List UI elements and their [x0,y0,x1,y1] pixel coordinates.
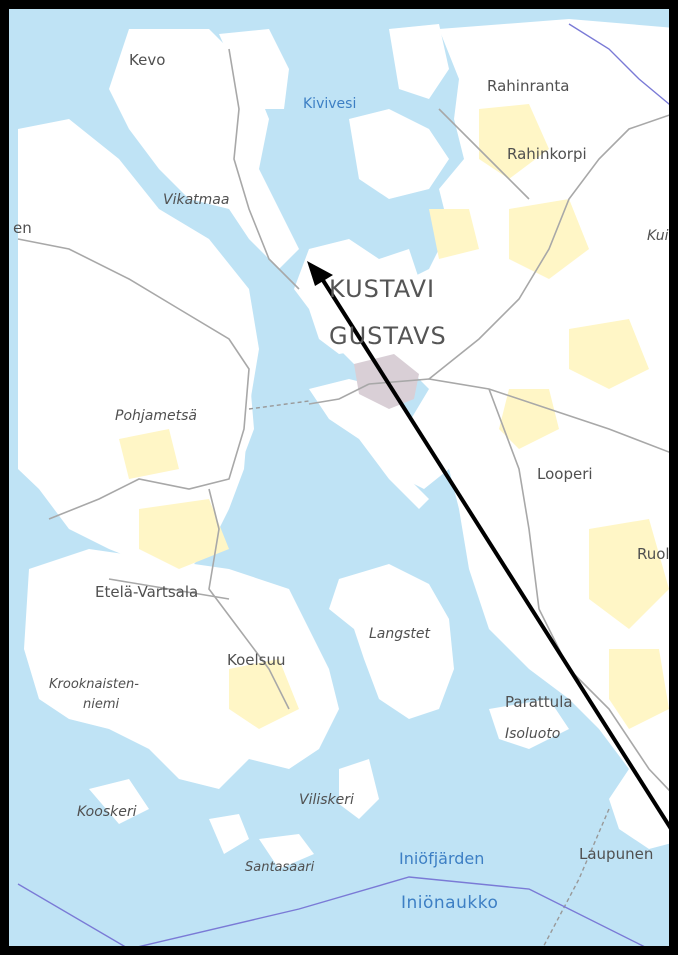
label-municipality-fi: KUSTAVI [329,275,436,303]
label-isoluoto: Isoluoto [505,726,561,742]
island-small-1 [209,814,249,854]
label-laupunen: Laupunen [579,845,654,863]
island-small-4 [89,779,149,824]
label-municipality-sv: GUSTAVS [329,322,447,350]
label-vikatmaa: Vikatmaa [163,192,230,208]
label-rahinranta: Rahinranta [487,77,570,95]
label-parattula: Parattula [505,693,573,711]
label-ruola-partial: Ruola [637,545,678,563]
label-pohjametsa: Pohjametsä [115,408,197,424]
map-canvas[interactable] [9,9,678,955]
ferry-routes [248,400,610,946]
direction-arrow [307,261,669,830]
island-kivivesi [349,109,449,199]
label-inionaukko: Iniönaukko [401,893,499,913]
label-kevo: Kevo [129,51,166,69]
island-small-5 [489,699,569,749]
label-koelsuu: Koelsuu [227,651,286,669]
label-viliskeri: Viliskeri [299,792,354,808]
label-kivivesi: Kivivesi [303,96,357,112]
label-etela-vartsala: Etelä-Vartsala [95,583,199,601]
island-small-3 [339,759,379,819]
label-krooknaisten-1: Krooknaisten- [49,677,139,692]
admin-borders [17,23,669,946]
island-small-2 [259,834,314,869]
label-iniofjarden: Iniöfjärden [399,849,485,868]
peninsula-south [309,379,429,509]
label-santasaari: Santasaari [245,860,315,875]
island-kustavi [294,239,419,354]
label-en-partial: en [13,219,32,237]
label-rahinkorpi: Rahinkorpi [507,145,587,163]
arrow-northwest-icon [307,261,333,286]
roads [17,48,669,792]
label-kooskeri: Kooskeri [77,804,137,820]
label-kuiv-partial: Kuiv [647,228,677,244]
label-krooknaisten-2: niemi [83,697,120,712]
island-langstet [329,564,454,719]
label-looperi: Looperi [537,465,593,483]
label-langstet: Langstet [369,626,431,642]
island-northeast [389,24,449,99]
island-vartsala [24,549,339,789]
island-north-2 [219,29,289,109]
farmland-patches [119,104,669,729]
